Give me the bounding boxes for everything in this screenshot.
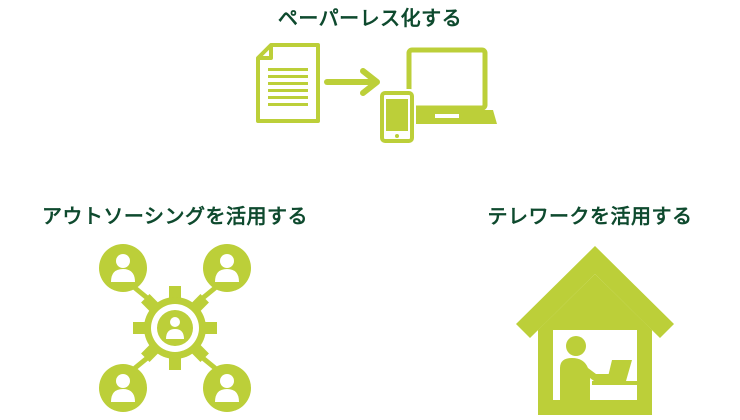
telework-label: テレワークを活用する	[487, 204, 693, 228]
paperless-illustration	[256, 43, 497, 145]
person-icon	[203, 244, 251, 292]
document-icon	[256, 43, 320, 123]
laptop-icon	[397, 47, 497, 124]
arrow-right-icon	[324, 68, 380, 96]
house-icon	[516, 246, 674, 415]
outsourcing-illustration	[99, 244, 251, 412]
paperless-label: ペーパーレス化する	[277, 6, 463, 30]
person-icon	[99, 364, 147, 412]
person-at-laptop-icon	[560, 336, 637, 400]
smartphone-icon	[378, 89, 416, 145]
person-icon	[203, 364, 251, 412]
telework-illustration	[516, 246, 674, 415]
outsourcing-label: アウトソーシングを活用する	[41, 204, 309, 228]
person-icon	[99, 244, 147, 292]
gear-network-icon	[133, 286, 217, 370]
